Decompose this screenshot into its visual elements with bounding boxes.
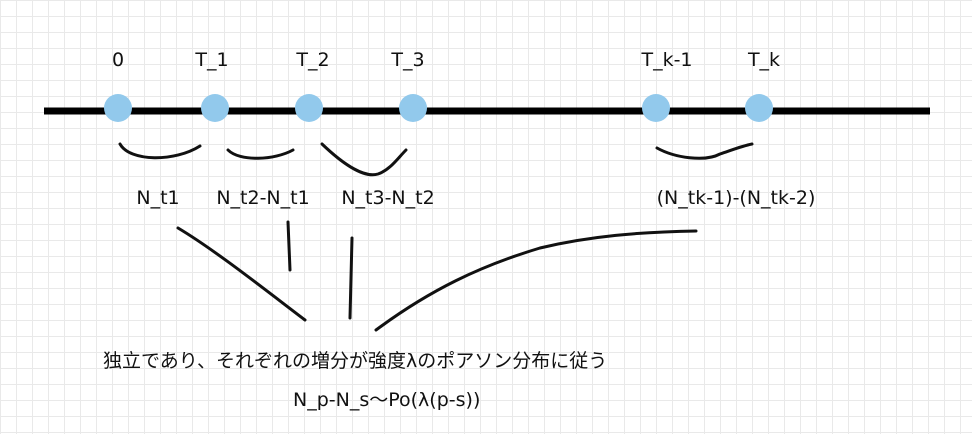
time-point-tk-1 xyxy=(642,94,670,122)
time-point-t3 xyxy=(399,94,427,122)
time-point-tk xyxy=(745,94,773,122)
poisson-formula: N_p-N_s〜Po(λ(p-s)) xyxy=(293,389,481,411)
brace-interval-2 xyxy=(226,148,295,160)
time-point-t1 xyxy=(201,94,229,122)
independence-statement: 独立であり、それぞれの増分が強度λのポアソン分布に従う xyxy=(103,350,608,372)
increment-label-1: N_t1 xyxy=(136,187,180,209)
increment-label-k: (N_tk-1)-(N_tk-2) xyxy=(656,187,816,209)
point-label-t2: T_2 xyxy=(296,49,330,71)
point-label-t1: T_1 xyxy=(195,49,229,71)
brace-interval-3 xyxy=(320,142,408,177)
point-label-0: 0 xyxy=(111,49,125,71)
arrow-line-4 xyxy=(374,229,698,332)
point-label-tk-1: T_k-1 xyxy=(641,49,693,71)
time-point-t2 xyxy=(295,94,323,122)
point-label-t3: T_3 xyxy=(391,49,425,71)
point-label-tk: T_k xyxy=(747,49,781,71)
arrow-line-1 xyxy=(176,226,307,322)
arrow-line-3 xyxy=(348,236,354,320)
arrow-line-2 xyxy=(286,220,292,272)
increment-label-2: N_t2-N_t1 xyxy=(216,187,310,209)
time-point-0 xyxy=(104,94,132,122)
brace-interval-k xyxy=(655,142,754,160)
brace-interval-1 xyxy=(118,142,202,160)
increment-label-3: N_t3-N_t2 xyxy=(341,187,435,209)
